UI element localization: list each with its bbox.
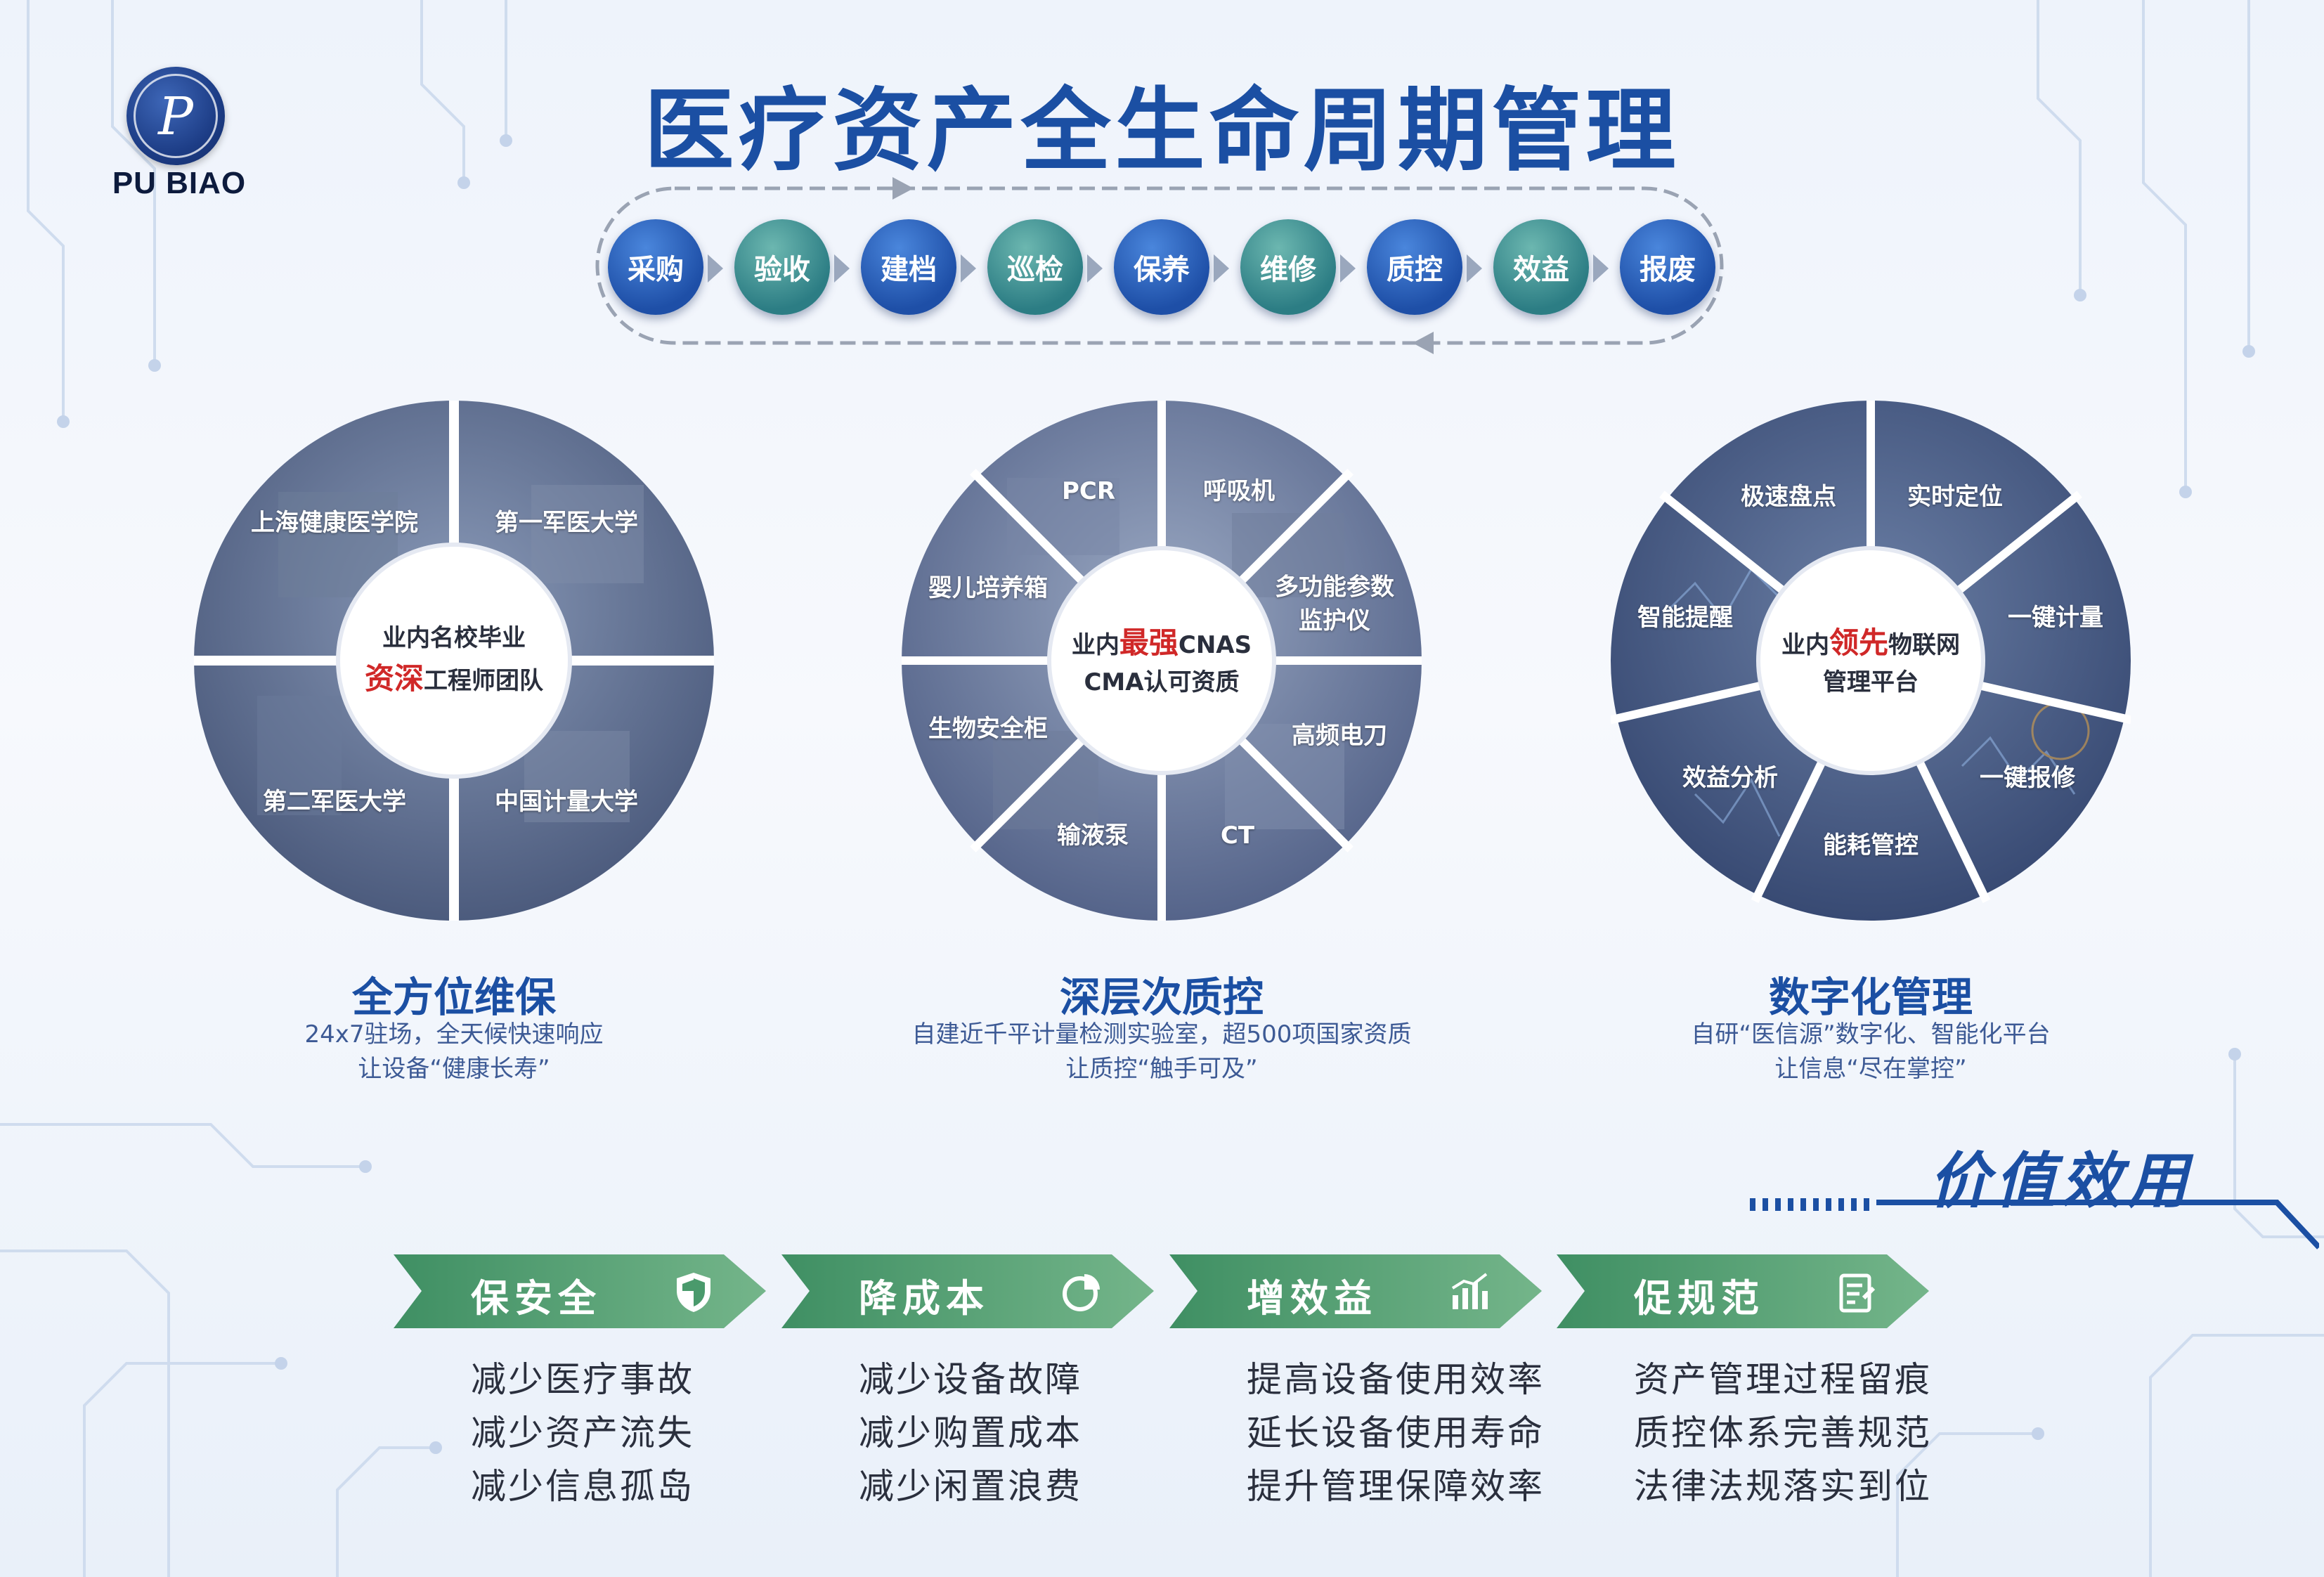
segment-label: 能耗管控 (1823, 831, 1919, 860)
banner-shape (1169, 1254, 1542, 1328)
section-desc: 自建近千平计量检测实验室，超500项国家资质让质控“触手可及” (911, 1020, 1412, 1084)
wheel-graphic (194, 401, 714, 921)
list-item: 减少设备故障 (859, 1359, 1082, 1400)
wheel-center-text: 业内最强CNAS CMA认可资质 (1071, 625, 1252, 696)
loop-arrow-right (892, 177, 914, 200)
shield-icon (671, 1270, 716, 1315)
list-item: 提高设备使用效率 (1247, 1359, 1545, 1400)
wheel-center-text: 业内名校毕业 资深工程师团队 (364, 624, 543, 696)
process-step: 建档 (861, 219, 956, 315)
segment-label: 婴儿培养箱 (928, 574, 1048, 603)
wheel-center (1756, 546, 1985, 775)
list-item: 减少医疗事故 (471, 1359, 694, 1400)
chevron-right-icon (1340, 254, 1356, 283)
section-title: 全方位维保 (351, 973, 556, 1021)
process-step: 验收 (734, 219, 830, 315)
banner-label: 保安全 (471, 1276, 602, 1320)
segment-label: 中国计量大学 (495, 788, 638, 817)
segment-label: 实时定位 (1907, 483, 2003, 512)
segment-label: 极速盘点 (1741, 483, 1836, 512)
banner-shape (1557, 1254, 1929, 1328)
segment-label: 上海健康医学院 (251, 509, 418, 538)
segment-label: 呼吸机 (1203, 477, 1275, 506)
process-step: 维修 (1240, 219, 1336, 315)
segment-label: 第二军医大学 (263, 788, 406, 817)
section-desc: 自研“医信源”数字化、智能化平台让信息“尽在掌控” (1691, 1020, 2051, 1084)
segment-label: PCR (1061, 477, 1116, 506)
segment-label: 第一军医大学 (495, 509, 638, 538)
company-logo: P (126, 67, 225, 165)
wheel-center (1047, 546, 1276, 775)
process-loop (595, 177, 1724, 354)
list-item: 法律法规落实到位 (1634, 1466, 1932, 1507)
maintenance-wheel: 上海健康医学院 第一军医大学 中国计量大学 第二军医大学 业内名校毕业 资深工程… (194, 401, 714, 921)
banner-shape (394, 1254, 766, 1328)
segment-label: 生物安全柜 (928, 715, 1048, 744)
list-item: 资产管理过程留痕 (1634, 1359, 1932, 1400)
digital-wheel: 极速盘点 实时定位 一键计量 一键报修 能耗管控 效益分析 智能提醒 业内领先物… (1609, 394, 2132, 921)
banner-label: 促规范 (1634, 1276, 1765, 1320)
section-title: 数字化管理 (1768, 973, 1973, 1021)
chevron-right-icon (834, 254, 850, 283)
list-item: 质控体系完善规范 (1634, 1413, 1932, 1453)
list-item: 减少资产流失 (471, 1413, 694, 1453)
value-banner: 保安全 (394, 1254, 766, 1328)
logo-ring (134, 74, 218, 158)
benefit-list: 提高设备使用效率延长设备使用寿命提升管理保障效率 (1247, 1353, 1598, 1513)
wheel-center-text: 业内领先物联网 管理平台 (1781, 625, 1960, 696)
loop-arrow-left (1413, 332, 1434, 354)
wheel-graphic (895, 394, 1429, 928)
chevron-right-icon (1467, 254, 1482, 283)
logo-text: PU BIAO (112, 166, 247, 200)
value-banner: 促规范 (1557, 1254, 1929, 1328)
wheel-graphic (1609, 394, 2132, 921)
list-item: 延长设备使用寿命 (1247, 1413, 1545, 1453)
benefit-list: 资产管理过程留痕质控体系完善规范法律法规落实到位 (1634, 1353, 1985, 1513)
segment-label: 智能提醒 (1637, 604, 1733, 632)
chevron-right-icon (1593, 254, 1609, 283)
page-title: 医疗资产全生命周期管理 (644, 79, 1680, 183)
process-step: 保养 (1114, 219, 1209, 315)
value-title-underline (1750, 1198, 2319, 1250)
bar-chart-icon (1447, 1270, 1492, 1315)
list-item: 减少信息孤岛 (471, 1466, 694, 1507)
process-step: 采购 (608, 219, 703, 315)
segment-label: CT (1220, 822, 1255, 850)
segment-label: 效益分析 (1682, 764, 1778, 793)
checklist-icon (1834, 1270, 1879, 1315)
banner-label: 降成本 (859, 1276, 989, 1320)
section-title: 深层次质控 (1059, 973, 1264, 1021)
value-banner: 降成本 (781, 1254, 1154, 1328)
chevron-right-icon (1214, 254, 1229, 283)
chevron-right-icon (1087, 254, 1103, 283)
process-step: 质控 (1367, 219, 1462, 315)
logo-glyph: P (158, 86, 193, 147)
segment-label: 多功能参数监护仪 (1275, 573, 1394, 635)
process-step: 报废 (1620, 219, 1715, 315)
segment-label: 一键报修 (1980, 764, 2075, 793)
chevron-right-icon (961, 254, 976, 283)
segment-label: 输液泵 (1057, 822, 1129, 850)
pie-chart-icon (1059, 1270, 1104, 1315)
segment-label: 一键计量 (2008, 604, 2103, 632)
process-step: 效益 (1493, 219, 1589, 315)
segment-label: 高频电刀 (1292, 722, 1387, 751)
list-item: 减少购置成本 (859, 1413, 1082, 1453)
section-desc: 24x7驻场，全天候快速响应让设备“健康长寿” (304, 1020, 604, 1084)
list-item: 减少闲置浪费 (859, 1466, 1082, 1507)
process-step: 巡检 (987, 219, 1083, 315)
banner-label: 增效益 (1247, 1276, 1377, 1320)
benefit-list: 减少医疗事故减少资产流失减少信息孤岛 (471, 1353, 822, 1513)
banner-shape (781, 1254, 1154, 1328)
list-item: 提升管理保障效率 (1247, 1466, 1545, 1507)
quality-wheel: PCR 呼吸机 多功能参数监护仪 高频电刀 CT 输液泵 生物安全柜 婴儿培养箱… (895, 394, 1429, 928)
chevron-right-icon (708, 254, 723, 283)
benefit-list: 减少设备故障减少购置成本减少闲置浪费 (859, 1353, 1210, 1513)
value-banner: 增效益 (1169, 1254, 1542, 1328)
